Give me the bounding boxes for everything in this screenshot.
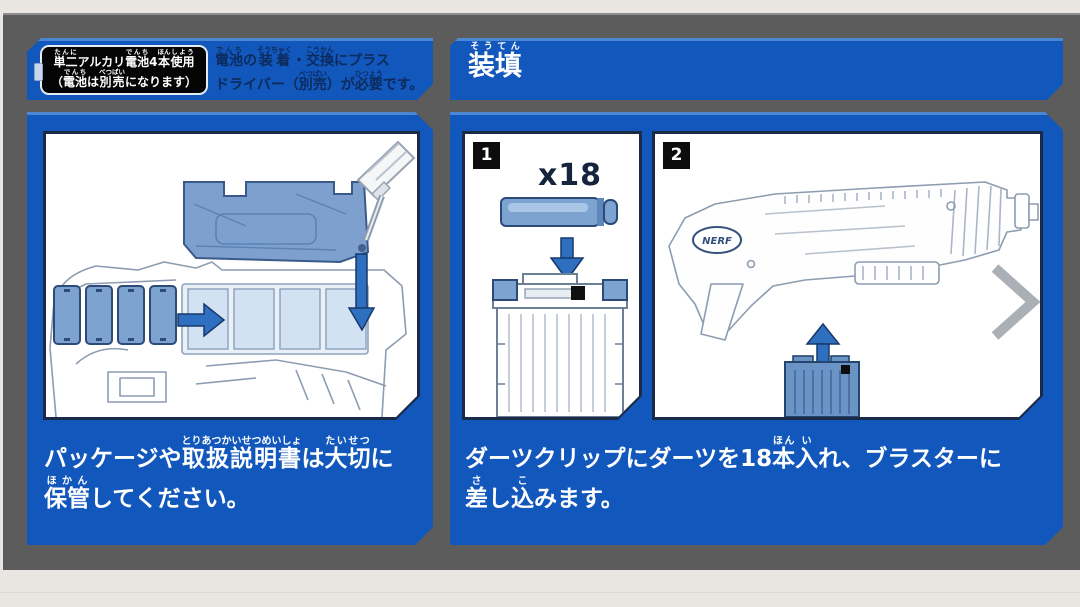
battery-illustration-panel: [43, 131, 420, 420]
step2-panel: 2: [652, 131, 1043, 420]
blaster-icon: [669, 182, 1038, 340]
right-caption-line1: ダーツクリップにダーツを18本ほん入いれ、ブラスターに: [465, 436, 1002, 472]
right-panel-caption: ダーツクリップにダーツを18本ほん入いれ、ブラスターに 差さし込こみます。: [465, 436, 1057, 516]
screwdriver-note-line1: 電池でんちの装着そうちゃく・交換こうかんにプラス: [215, 46, 390, 69]
down-arrow-icon: [551, 238, 583, 280]
battery-install-section: パッケージや取扱説明書とりあつかいせつめいしょは大切たいせつに 保管ほかんしてく…: [27, 112, 433, 545]
dart-icon: [501, 198, 617, 226]
battery-note-band: 単二たんにアルカリ電池でんち4本ほん使用しよう （電池でんちは別売べつばいになり…: [27, 38, 433, 100]
left-caption-line2: 保管ほかんしてください。: [44, 476, 250, 513]
battery-icons: [54, 286, 176, 344]
battery-cover: [184, 182, 368, 262]
battery-spec-line1: 単二たんにアルカリ電池でんち4本ほん使用しよう: [53, 48, 195, 69]
left-caption-line1: パッケージや取扱説明書とりあつかいせつめいしょは大切たいせつに: [44, 436, 394, 472]
battery-spec-line2: （電池でんちは別売べつばいになります）: [50, 68, 198, 89]
loading-section-band: 装填そうてん: [450, 38, 1063, 100]
blaster-loading-illustration: NERF: [655, 134, 1040, 417]
next-chevron-icon: [995, 268, 1033, 336]
dart-clip-illustration: [465, 134, 639, 417]
screwdriver-note: 電池でんちの装着そうちゃく・交換こうかんにプラス ドライバー（別売べつばい）が必…: [215, 46, 423, 94]
right-arrow-icon: [178, 304, 224, 336]
right-caption-line2: 差さし込こみます。: [465, 476, 624, 513]
section-title-loading: 装填そうてん: [468, 42, 522, 82]
loaded-clip-icon: [785, 356, 859, 417]
step1-badge: 1: [473, 142, 500, 169]
down-arrow-icon: [349, 254, 374, 330]
nerf-logo-oval: [693, 227, 741, 253]
step2-badge: 2: [663, 142, 690, 169]
dart-clip-icon: [493, 274, 627, 417]
up-arrow-icon: [807, 324, 839, 362]
step1-panel: 1 x18: [462, 131, 642, 420]
dart-count-label: x18: [537, 158, 603, 193]
blaster-battery-illustration: [46, 134, 417, 417]
battery-spec-box: 単二たんにアルカリ電池でんち4本ほん使用しよう （電池でんちは別売べつばいになり…: [40, 45, 208, 95]
battery-terminal-icon: [34, 63, 43, 81]
loading-steps-section: 1 x18: [450, 112, 1063, 545]
nerf-logo-text: NERF: [702, 236, 732, 247]
screwdriver-icon: [358, 142, 414, 240]
screwdriver-note-line2: ドライバー（別売べつばい）が必要ひつようです。: [215, 70, 424, 93]
battery-compartment: [182, 284, 368, 354]
bottom-strip-divider: [0, 592, 1080, 593]
left-panel-caption: パッケージや取扱説明書とりあつかいせつめいしょは大切たいせつに 保管ほかんしてく…: [44, 436, 426, 516]
